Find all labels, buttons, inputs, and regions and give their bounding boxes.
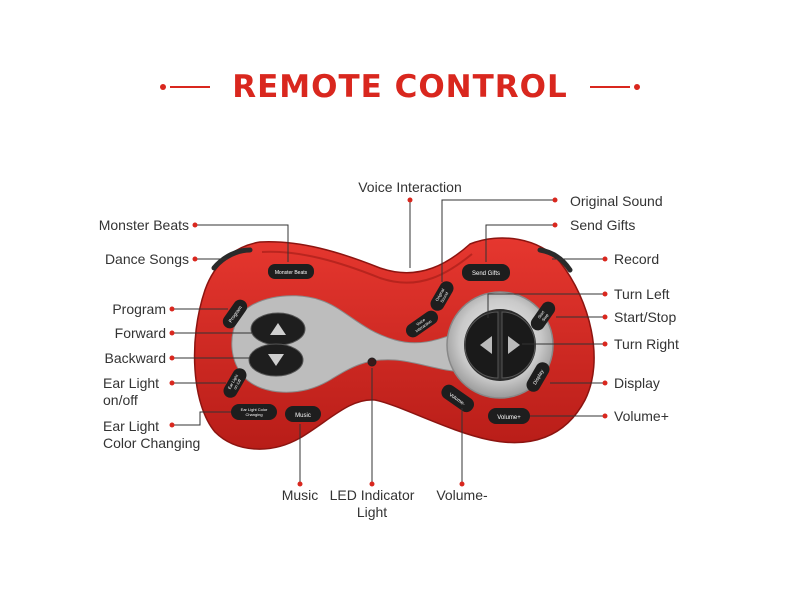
led-indicator <box>367 357 377 367</box>
remote-ridge <box>261 250 473 284</box>
svg-text:Sound: Sound <box>439 291 449 304</box>
callout-turn-right: Turn Right <box>614 336 679 352</box>
svg-text:Stop: Stop <box>541 312 550 322</box>
right-bumper <box>537 247 573 273</box>
callout-ear-light-onoff-line1: Ear Light <box>103 375 160 391</box>
callout-record: Record <box>614 251 660 267</box>
callout-ear-light-color: Ear Light Color Changing <box>103 418 200 452</box>
display-button[interactable]: Display <box>524 360 552 395</box>
callout-ear-light-color-line1: Ear Light <box>103 418 160 434</box>
svg-text:Ear Light Color: Ear Light Color <box>241 407 268 412</box>
callout-monster-beats: Monster Beats <box>98 217 189 233</box>
callout-turn-left: Turn Left <box>614 286 670 302</box>
callout-program: Program <box>112 301 166 317</box>
callout-start-stop: Start/Stop <box>614 309 677 325</box>
callout-original-sound: Original Sound <box>570 193 663 209</box>
callout-ear-light-color-line2: Color Changing <box>103 435 201 451</box>
volume-minus-button[interactable]: Volume- <box>439 382 477 415</box>
callout-display: Display <box>614 375 660 391</box>
callout-forward: Forward <box>114 325 166 341</box>
callout-ear-light-onoff: Ear Light on/off <box>103 375 159 409</box>
callout-send-gifts: Send Gifts <box>570 217 636 233</box>
callout-voice-interaction: Voice Interaction <box>358 179 462 195</box>
ear-light-color-button[interactable]: Ear Light Color Changing <box>231 404 277 420</box>
backward-button[interactable] <box>248 343 304 377</box>
monster-beats-button[interactable]: Monster Beats <box>268 264 314 279</box>
callout-dance-songs: Dance Songs <box>104 251 189 267</box>
forward-button[interactable] <box>250 312 306 346</box>
callout-backward: Backward <box>104 350 166 366</box>
turn-left-button[interactable] <box>464 311 499 379</box>
title-rule-right <box>589 84 640 90</box>
svg-text:Start: Start <box>536 309 545 320</box>
svg-text:Music: Music <box>295 413 311 419</box>
music-button[interactable]: Music <box>285 406 321 422</box>
callout-led-line1: LED Indicator <box>329 487 415 503</box>
svg-text:on /off: on /off <box>232 377 242 390</box>
svg-text:Send Gifts: Send Gifts <box>472 271 500 277</box>
left-bumper <box>211 247 253 271</box>
callout-music: Music <box>281 487 319 503</box>
callout-led-line2: Light <box>356 504 388 520</box>
callout-led-indicator: LED Indicator Light <box>322 487 422 521</box>
callout-volume-minus: Volume- <box>436 487 488 503</box>
original-sound-button[interactable]: Original Sound <box>428 279 456 314</box>
svg-text:Monster Beats: Monster Beats <box>275 270 308 276</box>
leader-lines <box>169 197 608 487</box>
start-stop-button[interactable]: Start Stop <box>528 299 558 333</box>
svg-text:Volume+: Volume+ <box>497 415 521 421</box>
title-rule-left <box>160 84 211 90</box>
callout-volume-plus: Volume+ <box>614 408 669 424</box>
turn-right-button[interactable] <box>501 311 536 379</box>
volume-plus-button[interactable]: Volume+ <box>488 408 530 424</box>
svg-text:Voice: Voice <box>415 317 427 327</box>
callout-ear-light-onoff-line2: on/off <box>103 392 138 408</box>
svg-text:Original: Original <box>434 287 445 302</box>
svg-text:Changing: Changing <box>245 412 262 417</box>
page-title: REMOTE CONTROL <box>232 69 568 105</box>
title-bar: REMOTE CONTROL <box>0 62 800 112</box>
send-gifts-button[interactable]: Send Gifts <box>462 264 510 281</box>
